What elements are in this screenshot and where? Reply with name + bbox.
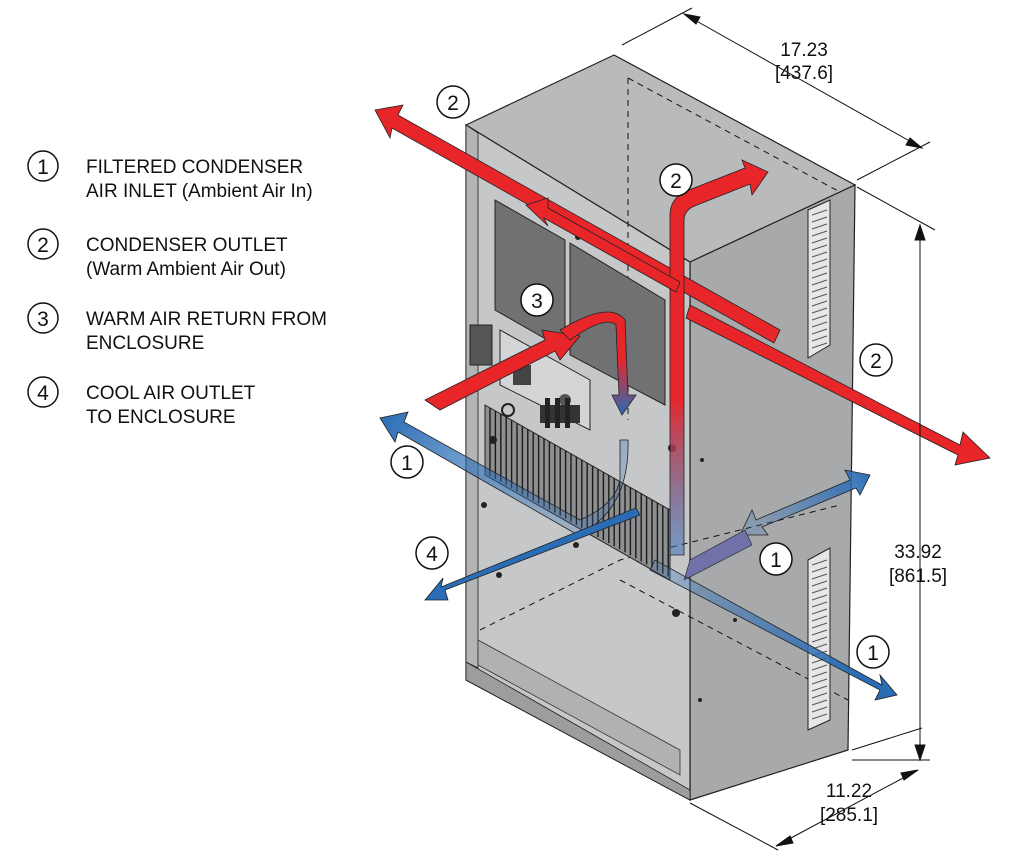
callout-inlet-bottom-right: 1 (856, 635, 890, 669)
svg-text:2: 2 (670, 170, 682, 193)
dim-width-inches: 17.23 (780, 40, 828, 61)
callout-inlet-right: 1 (759, 542, 793, 576)
outlet-arrow-top-mid (669, 159, 769, 556)
legend-item-4: 4 COOL AIR OUTLET TO ENCLOSURE (27, 376, 256, 428)
callouts: 2 2 2 3 1 1 1 4 (390, 85, 893, 669)
legend: 1 FILTERED CONDENSER AIR INLET (Ambient … (27, 150, 327, 428)
dim-width-mm: [437.6] (775, 63, 833, 84)
svg-text:4: 4 (37, 382, 49, 405)
cabinet (464, 54, 857, 802)
callout-inlet-left: 1 (390, 445, 424, 479)
dim-depth-inches: 11.22 (826, 781, 872, 802)
terminal-block (501, 398, 580, 428)
svg-text:1: 1 (37, 156, 49, 179)
mount-bracket (469, 324, 493, 366)
callout-return-front: 3 (520, 283, 554, 317)
svg-text:TO ENCLOSURE: TO ENCLOSURE (86, 407, 236, 428)
callout-outlet-top-mid: 2 (659, 163, 693, 197)
legend-item-1: 1 FILTERED CONDENSER AIR INLET (Ambient … (27, 150, 313, 202)
dimension-labels: 17.23 [437.6] 33.92 [861.5] 11.22 [285.1… (775, 40, 947, 826)
svg-text:2: 2 (870, 350, 882, 373)
dim-height-inches: 33.92 (894, 542, 942, 563)
svg-text:1: 1 (770, 549, 782, 572)
svg-text:2: 2 (37, 234, 49, 257)
svg-text:FILTERED CONDENSER: FILTERED CONDENSER (86, 157, 303, 178)
callout-outlet-top-left: 2 (436, 85, 470, 119)
svg-text:WARM AIR RETURN FROM: WARM AIR RETURN FROM (86, 309, 327, 330)
side-vent-upper (807, 199, 831, 359)
callout-cool-outlet: 4 (415, 536, 449, 570)
svg-text:CONDENSER OUTLET: CONDENSER OUTLET (86, 235, 288, 256)
dim-height-mm: [861.5] (889, 566, 947, 587)
cool-outlet-arrow (424, 507, 641, 601)
inlet-arrow-bottom-right (649, 559, 898, 701)
svg-text:COOL AIR OUTLET: COOL AIR OUTLET (86, 383, 256, 404)
evaporator-coil (484, 404, 671, 581)
svg-text:ENCLOSURE: ENCLOSURE (86, 333, 204, 354)
return-arrow (424, 329, 581, 411)
callout-outlet-right: 2 (859, 343, 893, 377)
svg-text:AIR INLET (Ambient Air In): AIR INLET (Ambient Air In) (86, 181, 313, 202)
svg-text:1: 1 (867, 642, 879, 665)
svg-text:2: 2 (447, 92, 459, 115)
svg-text:3: 3 (531, 290, 543, 313)
outlet-arrow-right (685, 304, 991, 466)
dim-depth-mm: [285.1] (820, 805, 878, 826)
svg-text:1: 1 (401, 452, 413, 475)
legend-item-2: 2 CONDENSER OUTLET (Warm Ambient Air Out… (27, 228, 288, 280)
dimension-lines (621, 7, 936, 851)
side-vent-lower (807, 547, 831, 731)
legend-item-3: 3 WARM AIR RETURN FROM ENCLOSURE (27, 302, 327, 354)
svg-text:(Warm Ambient Air Out): (Warm Ambient Air Out) (86, 259, 286, 280)
airflow-arrows (374, 104, 991, 701)
svg-text:4: 4 (426, 543, 438, 566)
svg-text:3: 3 (37, 308, 49, 331)
